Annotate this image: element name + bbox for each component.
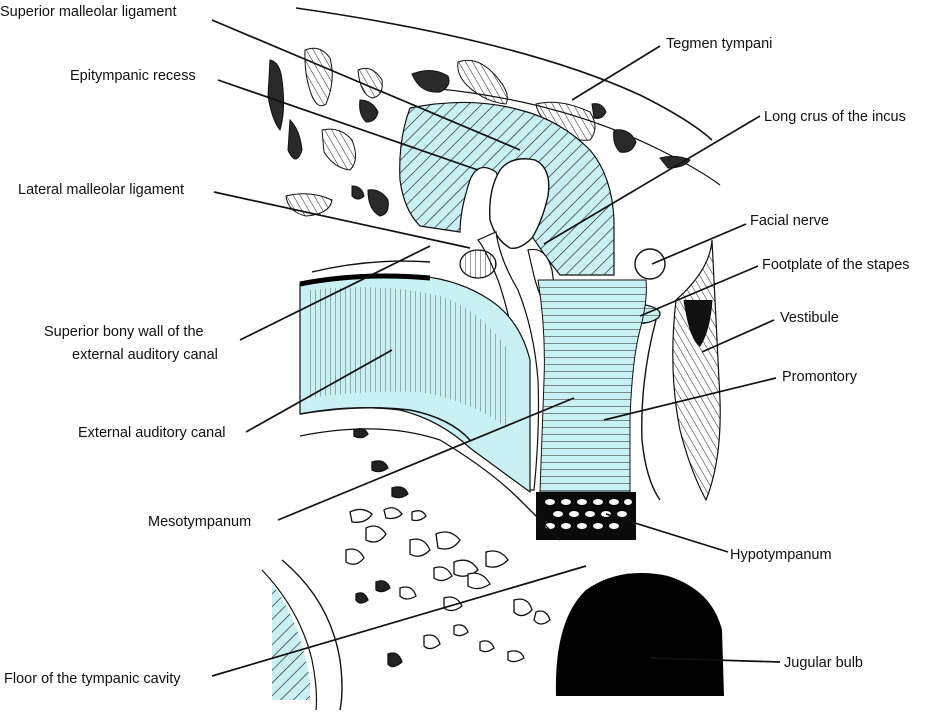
label-floor-of-tympanic-cavity: Floor of the tympanic cavity [4, 671, 181, 687]
label-mesotympanum: Mesotympanum [148, 514, 251, 530]
leader-external-auditory-canal [245, 349, 393, 433]
leader-lines [211, 19, 781, 677]
label-lateral-malleolar-ligament: Lateral malleolar ligament [18, 182, 184, 198]
floor-cavity-inner-curve [261, 569, 318, 711]
leader-lateral-malleolar-ligament [213, 191, 471, 249]
mesotympanum-region [537, 279, 647, 493]
leader-superior-bony-wall [239, 245, 431, 341]
vestibule-dark-edge [683, 299, 713, 347]
label-superior-bony-wall-line2: external auditory canal [72, 347, 218, 363]
vestibule-outline [672, 239, 721, 502]
label-hypotympanum: Hypotympanum [730, 547, 832, 563]
label-epitympanic-recess: Epitympanic recess [70, 68, 196, 84]
leader-floor-of-tympanic-cavity [211, 565, 587, 677]
label-tegmen-tympani: Tegmen tympani [666, 36, 772, 52]
tegmen-outer-curve [295, 7, 713, 141]
label-facial-nerve: Facial nerve [750, 213, 829, 229]
superior-bony-wall-line [311, 260, 431, 273]
hypotympanum-dots [545, 499, 632, 529]
leader-tegmen-tympani [571, 45, 661, 101]
leader-vestibule [701, 319, 775, 353]
label-superior-bony-wall-line1: Superior bony wall of the [44, 324, 204, 340]
canal-upper-edge [299, 273, 431, 287]
leader-promontory [603, 377, 777, 421]
promontory-wall [641, 319, 661, 501]
leader-jugular-bulb [649, 657, 781, 663]
label-superior-malleolar-ligament: Superior malleolar ligament [0, 4, 177, 20]
label-promontory: Promontory [782, 369, 858, 385]
leader-mesotympanum [277, 397, 575, 521]
leader-superior-malleolar-ligament [211, 19, 521, 151]
malleus-head [489, 158, 550, 249]
labels-right: Tegmen tympani Long crus of the incus Fa… [666, 36, 910, 671]
tympanic-membrane-striations [310, 287, 510, 430]
label-external-auditory-canal: External auditory canal [78, 425, 226, 441]
lateral-malleolar-ligament-knob [459, 249, 497, 279]
leader-hypotympanum [605, 513, 729, 553]
leader-epitympanic-recess [217, 79, 479, 171]
floor-cavity-region [272, 584, 310, 700]
label-vestibule: Vestibule [780, 310, 839, 326]
floor-lower-curve [299, 428, 561, 541]
leader-facial-nerve [651, 223, 747, 265]
label-jugular-bulb: Jugular bulb [784, 655, 863, 671]
jugular-bulb-shape [555, 573, 724, 696]
anatomy-drawing [261, 7, 724, 711]
label-long-crus-of-incus: Long crus of the incus [764, 109, 906, 125]
label-footplate-of-stapes: Footplate of the stapes [762, 257, 910, 273]
canal-lower-edge [299, 406, 471, 441]
facial-nerve-circle [634, 248, 666, 280]
floor-cavity-outer-curve [281, 559, 343, 711]
leader-long-crus-of-incus [543, 115, 761, 245]
leader-footplate-of-stapes [639, 265, 759, 317]
bone-islands-upper [267, 47, 691, 217]
labels-left: Superior malleolar ligament Epitympanic … [0, 4, 251, 687]
